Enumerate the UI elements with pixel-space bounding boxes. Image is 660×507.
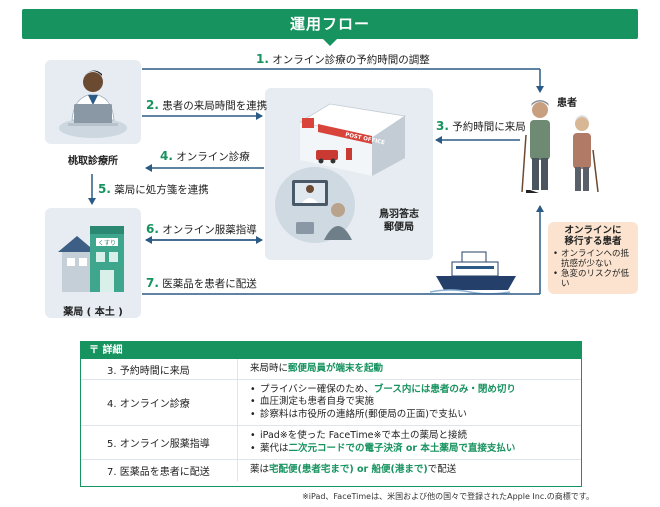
post-office-label: 鳥羽答志 郵便局 [368, 208, 430, 234]
detail-row-label: 5. オンライン服薬指導 [107, 439, 210, 450]
detail-text: 二次元コードでの電子決済 or 本土薬局で直接支払い [288, 442, 516, 454]
flow-2-label: 2. 患者の来局時間を連携 [146, 98, 268, 112]
flow-4-label: 4. オンライン診療 [160, 149, 250, 163]
detail-row: 7. 医薬品を患者に配送 薬は宅配便(患者宅まで) or 船便(港まで)で配送 [81, 459, 581, 481]
page-title-banner: 運用フロー [22, 9, 638, 39]
page-title: 運用フロー [289, 15, 370, 33]
detail-row-content: 来局時に郵便局員が端末を起動 [237, 359, 581, 379]
detail-line: 来局時に郵便局員が端末を起動 [250, 363, 581, 376]
detail-row-content: プライバシー確保のため、ブース内には患者のみ・閉め切り血圧測定も患者自身で実施診… [237, 380, 581, 425]
detail-row-content: 薬は宅配便(患者宅まで) or 船便(港まで)で配送 [237, 460, 581, 481]
pharmacy-sign: くすり [98, 240, 116, 247]
detail-text: 来局時に [250, 362, 289, 374]
detail-text: 診察料は市役所の連絡所(郵便局の正面)で支払い [260, 408, 467, 420]
details-rows: 3. 予約時間に来局 来局時に郵便局員が端末を起動 4. オンライン診療 プライバシー… [81, 359, 581, 481]
detail-row-label: 4. オンライン診療 [107, 399, 190, 410]
online-patient-callout: オンラインに 移行する患者 オンラインへの抵抗感が少ない 急変のリスクが低い [548, 222, 638, 294]
pharmacy-label: 薬局 ( 本土 ) [63, 307, 123, 318]
detail-text: で配送 [427, 464, 457, 476]
flow-7-label: 7. 医薬品を患者に配送 [146, 276, 257, 290]
banner-notch [323, 39, 337, 46]
detail-line: プライバシー確保のため、ブース内には患者のみ・閉め切り [250, 384, 581, 397]
clinic-label: 桃取診療所 [68, 156, 118, 167]
flow-diagram: くすり POST OFFICE [58, 68, 599, 295]
detail-line: iPad※を使った FaceTime※で本土の薬局と接続 [250, 430, 581, 443]
detail-text: iPad※を使った FaceTime※で本土の薬局と接続 [260, 430, 467, 441]
detail-text: 薬代は [260, 442, 289, 454]
post-office-building-icon: POST OFFICE [298, 103, 407, 176]
detail-row: 4. オンライン診療 プライバシー確保のため、ブース内には患者のみ・閉め切り血圧測… [81, 379, 581, 425]
post-office-label-line1: 鳥羽答志 [379, 209, 419, 220]
callout-title: オンラインに 移行する患者 [564, 225, 622, 247]
detail-line: 薬は宅配便(患者宅まで) or 船便(港まで)で配送 [250, 464, 581, 477]
detail-text: ブース内には患者のみ・閉め切り [373, 383, 516, 395]
detail-text: 郵便局員が端末を起動 [288, 362, 384, 374]
detail-row: 3. 予約時間に来局 来局時に郵便局員が端末を起動 [81, 359, 581, 379]
detail-line: 血圧測定も患者自身で実施 [250, 396, 581, 409]
flow-1-label: 1. オンライン診療の予約時間の調整 [256, 52, 430, 66]
callout-item: 急変のリスクが低い [553, 269, 633, 289]
callout-item: オンラインへの抵抗感が少ない [553, 249, 633, 269]
flow-5-label: 5. 薬局に処方箋を連携 [98, 182, 209, 196]
detail-row: 5. オンライン服薬指導 iPad※を使った FaceTime※で本土の薬局と接続… [81, 425, 581, 459]
detail-line: 診察料は市役所の連絡所(郵便局の正面)で支払い [250, 409, 581, 422]
detail-row-label: 3. 予約時間に来局 [107, 365, 190, 377]
detail-text: 宅配便(患者宅まで) or 船便(港まで) [269, 464, 428, 476]
patient-label: 患者 [557, 98, 577, 109]
post-office-label-line2: 郵便局 [384, 222, 414, 233]
flow-3-label: 3. 予約時間に来局 [436, 119, 526, 133]
details-table: 〒 詳細 3. 予約時間に来局 来局時に郵便局員が端末を起動 4. オンライン診療 プ… [80, 341, 582, 487]
doctor-icon [59, 70, 127, 138]
ship-icon [429, 251, 516, 295]
video-call-booth-icon [275, 167, 355, 243]
pharmacy-building-icon: くすり [58, 226, 124, 292]
flow-6-label: 6. オンライン服薬指導 [146, 222, 257, 236]
footnote: ※iPad、FaceTimeは、米国および他の国々で登録されたApple Inc… [302, 492, 594, 501]
detail-row-content: iPad※を使った FaceTime※で本土の薬局と接続薬代は二次元コードでの電… [237, 426, 581, 459]
details-heading: 〒 詳細 [81, 342, 581, 359]
detail-text: プライバシー確保のため、 [260, 383, 374, 395]
detail-row-label: 7. 医薬品を患者に配送 [107, 467, 210, 478]
callout-list: オンラインへの抵抗感が少ない 急変のリスクが低い [553, 249, 633, 289]
post-mark-icon: 〒 [89, 345, 99, 356]
detail-text: 血圧測定も患者自身で実施 [260, 396, 375, 408]
detail-text: 薬は [250, 464, 270, 476]
detail-line: 薬代は二次元コードでの電子決済 or 本土薬局で直接支払い [250, 443, 581, 456]
patients-icon [521, 100, 599, 193]
